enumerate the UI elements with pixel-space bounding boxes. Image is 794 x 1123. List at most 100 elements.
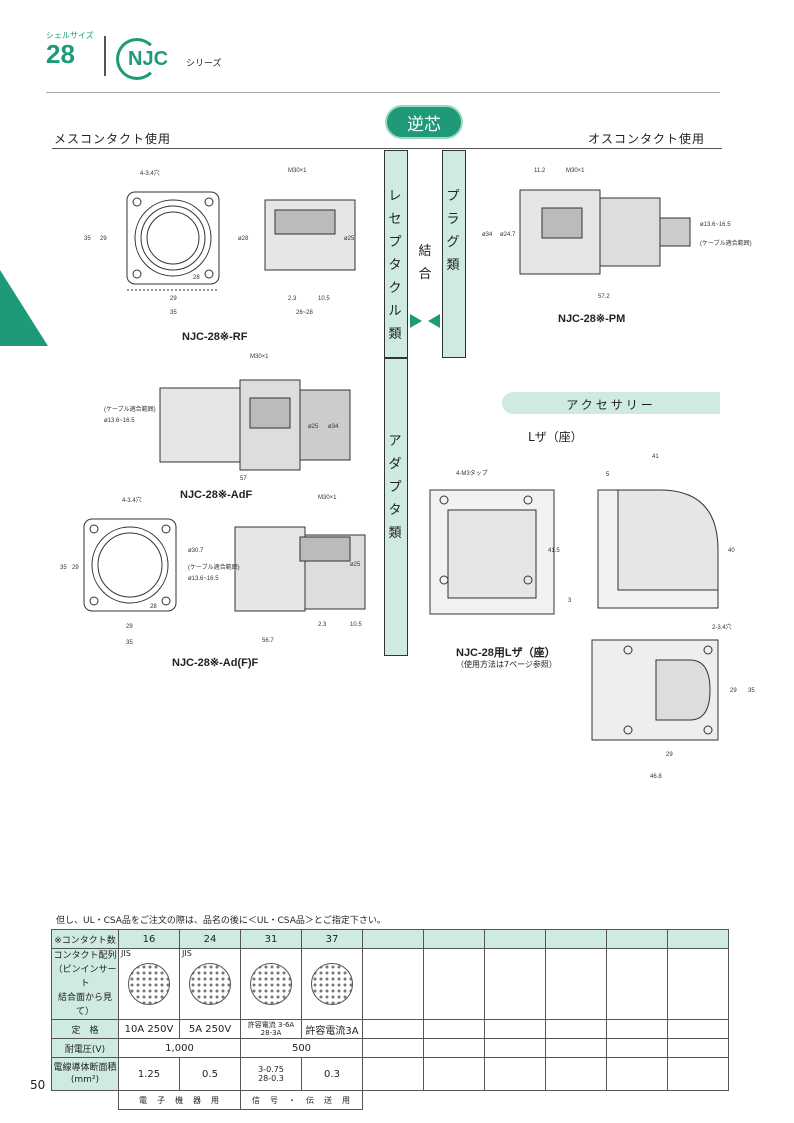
pm-model-name: NJC-28※-PM xyxy=(558,313,626,325)
reverse-contact-badge xyxy=(385,105,463,139)
contact-16: 16 xyxy=(118,929,180,949)
adapter-category-box xyxy=(384,358,408,656)
plug-category-label: プラグ類 xyxy=(446,189,460,273)
rating-31-a: 3-6A xyxy=(278,1021,295,1029)
adff-dim-29h: 29 xyxy=(126,624,133,630)
series-suffix: シリーズ xyxy=(186,59,222,69)
lz-dim-holes: 2-3.4穴 xyxy=(712,625,732,631)
table-row: コンタクト配列 （ピンインサート 結合面から見て） JIS JIS xyxy=(51,948,729,1020)
wire-31-a: 3-0.75 xyxy=(258,1065,284,1074)
wire-31-b: 28-0.3 xyxy=(258,1074,284,1083)
rf-dim-thread: M30×1 xyxy=(288,168,307,174)
rf-dim-dia28: ø28 xyxy=(238,236,249,242)
adff-dim-dia25: ø25 xyxy=(350,562,361,568)
adapter-category-label: アダプタ類 xyxy=(388,434,402,541)
jis-mark: JIS xyxy=(182,949,192,958)
rating-16: 10A 250V xyxy=(118,1019,180,1039)
lz-dim-41.5: 41.5 xyxy=(548,548,560,554)
contact-37: 37 xyxy=(301,929,363,949)
pm-dim-dia24.7: ø24.7 xyxy=(500,232,516,238)
rating-31-b: 28-3A xyxy=(260,1029,282,1037)
pm-dim-dia34: ø34 xyxy=(482,232,493,238)
rf-dim-dia25: ø25 xyxy=(344,236,355,242)
voltage-label: 耐電圧(V) xyxy=(51,1038,119,1058)
adff-dim-29v: 29 xyxy=(72,565,79,571)
female-contact-heading: メスコンタクト使用 xyxy=(54,132,172,146)
adff-drawing xyxy=(83,518,366,612)
contact-24: 24 xyxy=(179,929,241,949)
l-bracket-note: （使用方法は7ページ参照） xyxy=(456,660,557,669)
rating-31-label: 許容電流 xyxy=(247,1021,276,1029)
adff-model-name: NJC-28※-Ad(F)F xyxy=(172,657,259,669)
lz-dim-40: 40 xyxy=(728,548,735,554)
rating-label: 定 格 xyxy=(51,1019,119,1039)
accessory-heading: アクセサリー xyxy=(566,398,656,412)
lz-dim-5: 5 xyxy=(606,472,610,478)
lz-dim-41: 41 xyxy=(652,454,659,460)
voltage-1000: 1,000 xyxy=(118,1038,241,1058)
adf-model-name: NJC-28※-AdF xyxy=(180,489,253,501)
pm-dim-thread: M30×1 xyxy=(566,168,585,174)
lz-dim-3: 3 xyxy=(568,598,572,604)
lz-dim-46.8: 46.8 xyxy=(650,774,662,780)
adf-dim-thread: M30×1 xyxy=(250,354,269,360)
adf-dim-cable-range: (ケーブル適合範囲) xyxy=(104,407,156,413)
adf-dim-cable: ø13.6~16.5 xyxy=(104,418,135,424)
jis-mark: JIS xyxy=(121,949,131,958)
l-bracket-caption: NJC-28用Lザ（座） xyxy=(456,647,556,659)
adff-dim-10.5: 10.5 xyxy=(350,622,362,628)
rf-drawing xyxy=(126,191,356,291)
lz-dim-35v: 35 xyxy=(748,688,755,694)
series-logo-ring xyxy=(116,38,158,80)
adff-dim-dia30.7: ø30.7 xyxy=(188,548,204,554)
pm-dim-57.2: 57.2 xyxy=(598,294,610,300)
rf-dim-holes: 4-3.4穴 xyxy=(140,171,160,177)
adf-dim-57: 57 xyxy=(240,476,247,482)
pm-drawing xyxy=(519,189,691,275)
voltage-500: 500 xyxy=(240,1038,363,1058)
pm-dim-11.2: 11.2 xyxy=(534,168,546,174)
adf-drawing xyxy=(159,379,351,471)
pin-layout-24 xyxy=(189,963,231,1005)
coupling-arrows-icon xyxy=(410,314,440,328)
shell-size-label: シェルサイズ xyxy=(46,31,94,40)
header-divider xyxy=(104,36,106,76)
accessory-heading-bar xyxy=(502,392,720,414)
wire-37: 0.3 xyxy=(301,1057,363,1091)
wire-24: 0.5 xyxy=(179,1057,241,1091)
adff-dim-35v: 35 xyxy=(60,565,67,571)
pin-layout-31 xyxy=(250,963,292,1005)
wire-unit: (mm²) xyxy=(70,1075,100,1085)
layout-label-2: （ピンインサート xyxy=(53,965,117,989)
layout-label-3: 結合面から見て） xyxy=(57,993,112,1017)
adff-dim-2.3: 2.3 xyxy=(318,622,327,628)
wire-16: 1.25 xyxy=(118,1057,180,1091)
adff-dim-28: 28 xyxy=(150,604,157,610)
receptacle-category-label: レセプタクル類 xyxy=(388,189,402,342)
receptacle-category-box xyxy=(384,150,408,358)
lz-dim-29h: 29 xyxy=(666,752,673,758)
contact-31: 31 xyxy=(240,929,302,949)
adf-dim-dia34: ø34 xyxy=(328,424,339,430)
rf-dim-28: 28 xyxy=(193,275,200,281)
pm-dim-cable-range: (ケーブル適合範囲) xyxy=(700,241,752,247)
rf-dim-29v: 29 xyxy=(100,236,107,242)
contact-count-header: ※コンタクト数 xyxy=(51,929,119,949)
rf-dim-29h: 29 xyxy=(170,296,177,302)
rf-dim-35h: 35 xyxy=(170,310,177,316)
lz-dim-29v: 29 xyxy=(730,688,737,694)
rf-dim-35v: 35 xyxy=(84,236,91,242)
lz-dim-tap: 4-M3タップ xyxy=(456,471,488,477)
pin-layout-37 xyxy=(311,963,353,1005)
usage-signal: 信 号 ・ 伝 送 用 xyxy=(240,1090,363,1110)
table-row: 電 子 機 器 用 信 号 ・ 伝 送 用 xyxy=(52,1090,729,1110)
side-tab-triangle xyxy=(0,270,48,346)
male-contact-heading: オスコンタクト使用 xyxy=(588,132,706,146)
adff-dim-35h: 35 xyxy=(126,640,133,646)
heading-rule xyxy=(52,148,722,149)
contact-spec-table: ※コンタクト数 16 24 31 37 コンタクト配列 （ピンインサート 結合面… xyxy=(51,929,729,1110)
header-rule xyxy=(46,92,720,93)
l-bracket-title: Lザ（座） xyxy=(528,430,583,444)
series-logo: NJC xyxy=(128,48,169,70)
